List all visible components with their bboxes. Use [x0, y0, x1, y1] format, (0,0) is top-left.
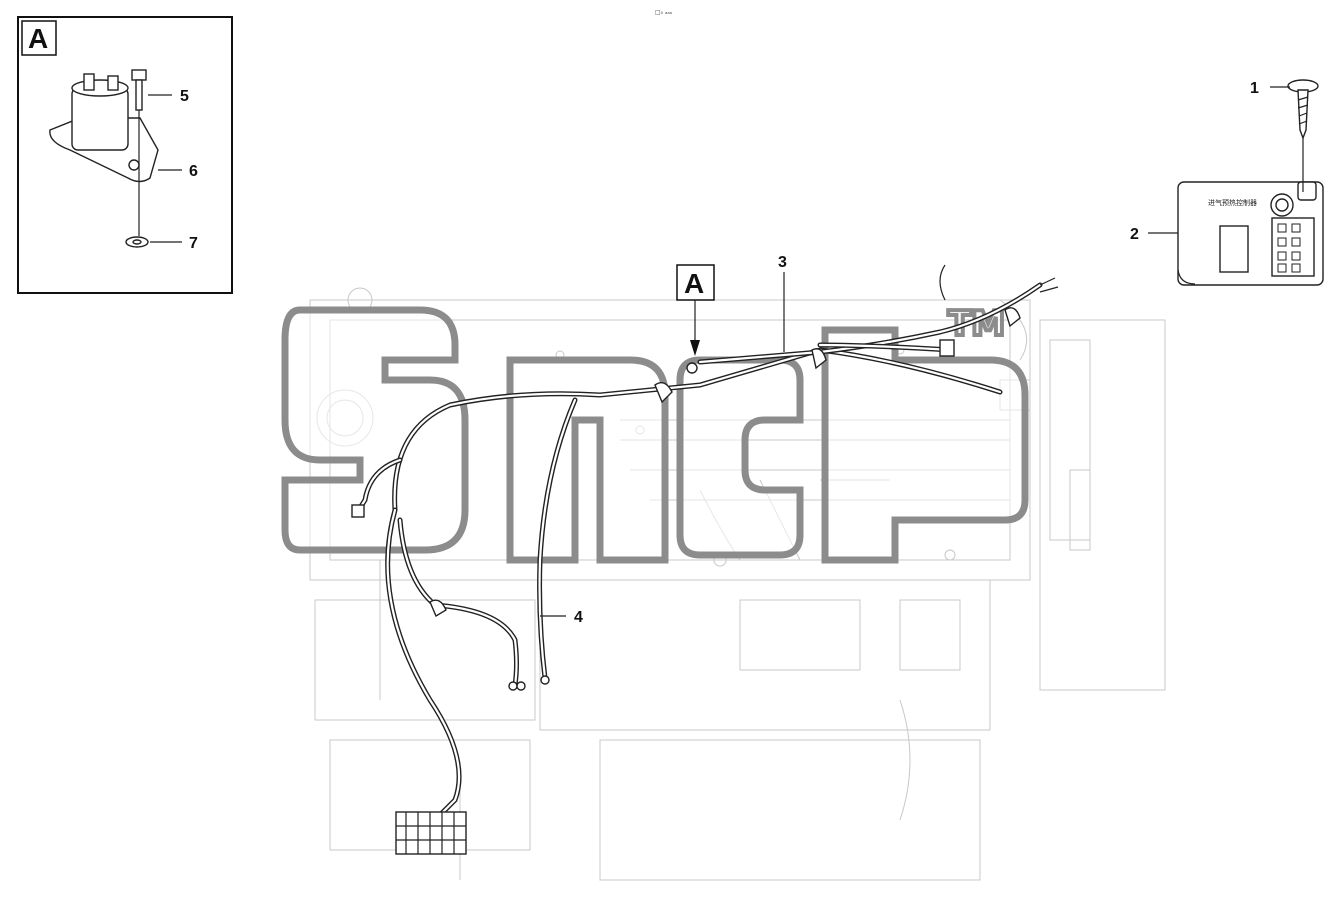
- washer-icon: [125, 236, 149, 248]
- top-mark: □₀ ₐₐₐ: [655, 9, 672, 16]
- callout-5: 5: [180, 88, 189, 105]
- detail-flag-label: A: [684, 268, 704, 299]
- callout-3: 3: [778, 254, 787, 271]
- callout-6: 6: [189, 163, 198, 180]
- screw-icon: [1287, 79, 1319, 140]
- relay-icon: [49, 73, 159, 183]
- wiring-harness: [351, 264, 1059, 818]
- multi-pin-connector: [395, 811, 467, 855]
- callout-4: 4: [574, 609, 583, 626]
- detail-flag-a: A: [676, 264, 715, 356]
- preheat-controller: 进气预热控制器: [1177, 181, 1324, 286]
- connector-pins: [1277, 223, 1301, 273]
- controller-label: 进气预热控制器: [1208, 198, 1257, 207]
- inset-detail-a: A 5 6 7: [17, 16, 233, 294]
- callout-7: 7: [189, 235, 198, 252]
- watermark-logo: TM: [281, 302, 1029, 564]
- inset-label: A: [28, 23, 48, 54]
- callout-1: 1: [1250, 80, 1259, 97]
- callout-2: 2: [1130, 226, 1139, 243]
